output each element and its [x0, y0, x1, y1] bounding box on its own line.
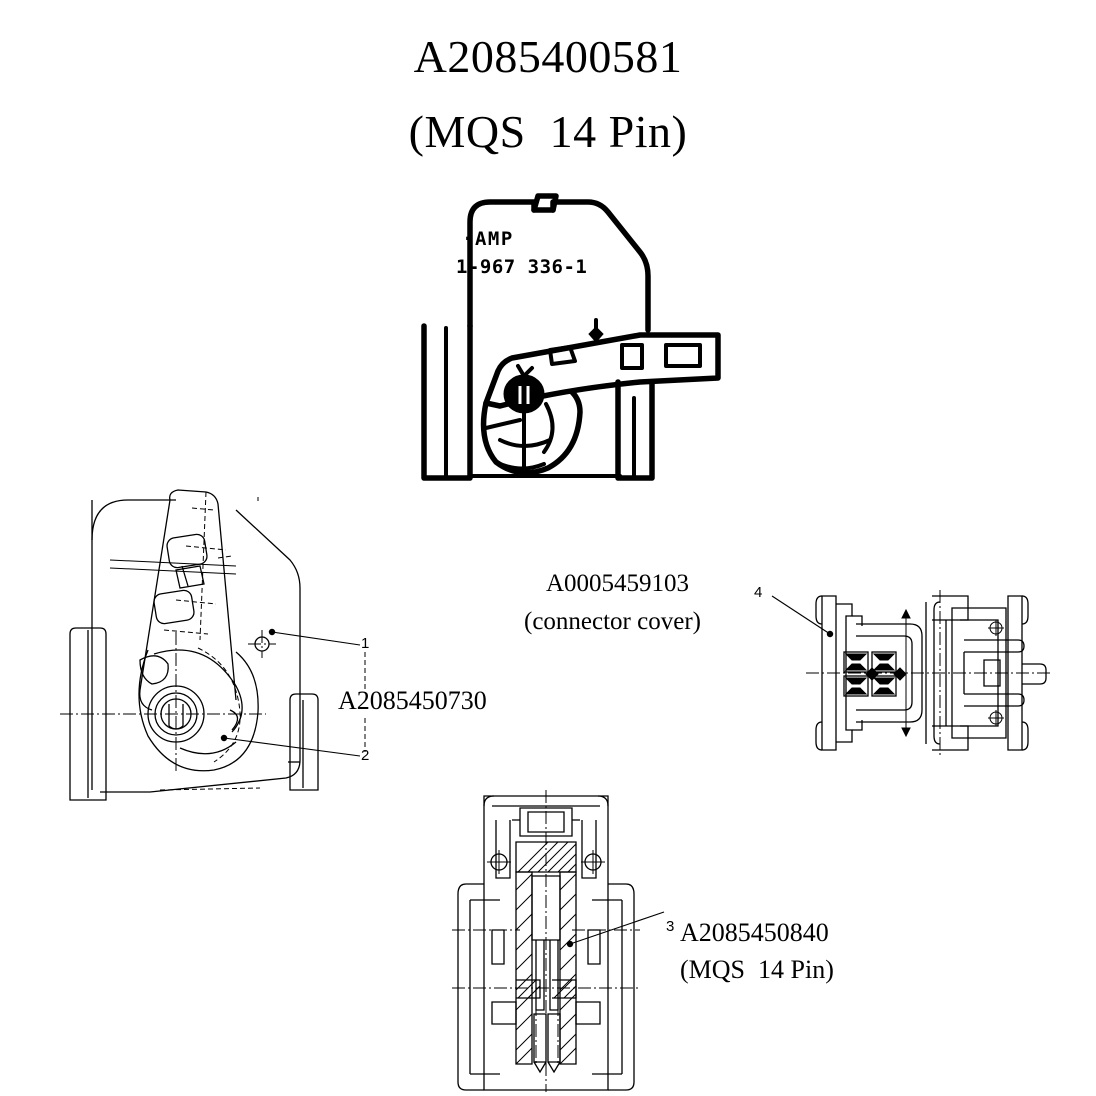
callout-number-2: 2: [361, 747, 370, 764]
bottom-view-leader: [566, 911, 665, 948]
callout-number-3: 3: [666, 918, 675, 935]
left-view-callout-leaders: [220, 628, 366, 757]
callout-number-1: 1: [361, 635, 370, 652]
bottom-view-part-label-line2: (MQS 14 Pin): [680, 955, 834, 984]
drawing-title-line1: A2085400581: [413, 31, 683, 82]
left-view-body: [60, 489, 319, 801]
top-view-body: [421, 193, 721, 481]
cover-part-label-line1: A0005459103: [546, 570, 690, 597]
drawing-title-line2: (MQS 14 Pin): [408, 106, 688, 157]
cover-part-label-line2: (connector cover): [524, 608, 701, 635]
molded-text-partnumber: 1-967 336-1: [456, 256, 588, 278]
molded-text-amp: ·AMP: [462, 228, 514, 250]
left-view-part-label: A2085450730: [338, 686, 487, 715]
cover-view-leader: [771, 595, 834, 638]
cover-view-body: [806, 590, 1050, 756]
bottom-view-body: [452, 790, 640, 1092]
callout-number-4: 4: [754, 584, 763, 601]
bottom-view-part-label-line1: A2085450840: [680, 918, 829, 947]
